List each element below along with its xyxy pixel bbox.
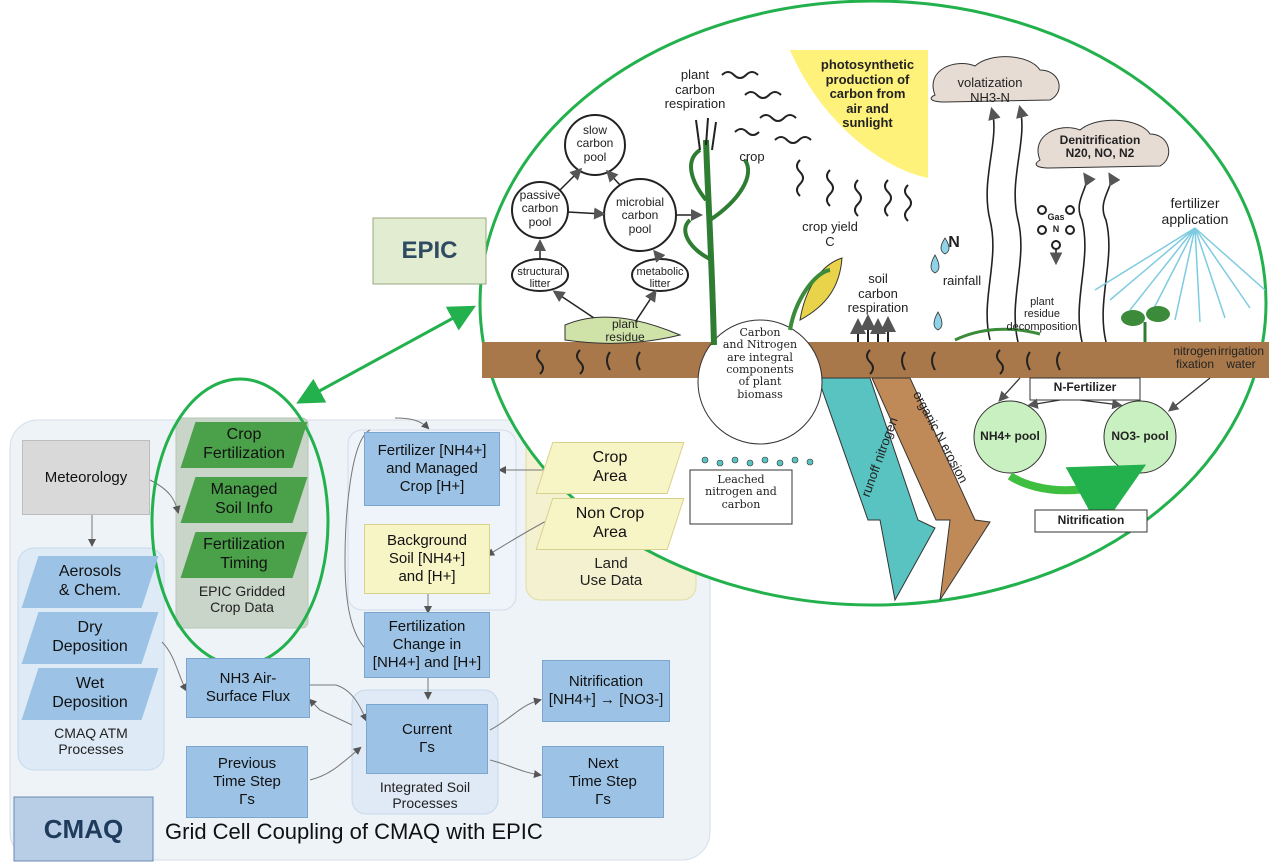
slow-pool <box>564 114 626 176</box>
fertilizer-managed-box: Fertilizer [NH4+] and Managed Crop [H+] <box>364 432 500 506</box>
epic-label-box <box>372 217 487 285</box>
aerosols-box: Aerosols & Chem. <box>21 556 159 608</box>
non-crop-area-box: Non Crop Area <box>535 498 685 550</box>
cmaq-atm-label: CMAQ ATM Processes <box>54 725 128 757</box>
plant-carbon-respiration-label: plant carbon respiration <box>664 67 726 112</box>
coupling-arrow <box>296 305 476 404</box>
gas-label: Gas <box>1047 212 1065 222</box>
managed-soil-info-box: Managed Soil Info <box>180 477 308 523</box>
gas-n-label: N <box>1052 224 1060 234</box>
epic-gridded-label: EPIC Gridded Crop Data <box>198 583 286 615</box>
nh3-flux-box: NH3 Air- Surface Flux <box>186 658 310 718</box>
volatization-label: volatization NH3-N <box>957 75 1023 105</box>
background-soil-box: Background Soil [NH4+] and [H+] <box>364 524 490 594</box>
denitrification-label: Denitrification N20, NO, N2 <box>1059 133 1141 161</box>
crop-stalk <box>703 139 717 346</box>
metabolic-litter-label: metabolic litter <box>636 266 684 291</box>
cmaq-label: CMAQ <box>43 814 124 844</box>
next-step-box: Next Time Step Γs <box>542 746 664 818</box>
integrated-soil-label: Integrated Soil Processes <box>379 779 471 811</box>
crop-yield-label: crop yield C <box>802 219 858 249</box>
slow-pool-label: slow carbon pool <box>576 123 614 164</box>
corn-ear <box>799 257 843 321</box>
land-use-label: Land Use Data <box>579 555 643 589</box>
nitrification-box <box>1034 509 1148 533</box>
soil-band <box>482 342 1269 378</box>
fertilization-timing-box: Fertilization Timing <box>180 532 308 578</box>
previous-step-box: Previous Time Step Γs <box>186 746 308 818</box>
epic-label: EPIC <box>401 237 458 264</box>
structural-litter <box>511 258 569 292</box>
figure-caption: Grid Cell Coupling of CMAQ with EPIC <box>165 819 543 844</box>
photosynthesis-label: photosynthetic production of carbon from… <box>820 57 915 131</box>
passive-pool <box>511 181 569 239</box>
wet-deposition-box: Wet Deposition <box>21 668 159 720</box>
epic-illustration <box>482 50 1269 602</box>
no3-pool-label: NO3- pool <box>1111 429 1169 443</box>
nh4-pool-circle <box>973 400 1047 474</box>
nitrification-process-box: Nitrification [NH4+] → [NO3-] <box>542 660 670 722</box>
leached-label: Leached nitrogen and carbon <box>705 473 777 511</box>
sun-shape <box>790 50 928 178</box>
nitrification-arrow <box>1007 464 1147 531</box>
rain-n-label: N <box>948 234 960 251</box>
biomass-label: Carbon and Nitrogen are integral compone… <box>722 326 798 401</box>
runoff-stream <box>817 377 936 602</box>
nitrogen-fixation-label: nitrogen fixation <box>1173 344 1217 372</box>
residue-decomposition-label: plant residue decomposition <box>1006 296 1078 333</box>
passive-pool-label: passive carbon pool <box>519 188 561 229</box>
leached-box <box>689 469 793 525</box>
n-fertilizer-label: N-Fertilizer <box>1053 380 1117 394</box>
crop-label: crop <box>739 149 765 164</box>
erosion-stream <box>871 377 991 601</box>
rainfall-label: rainfall <box>942 273 982 288</box>
fertilizer-application-label: fertilizer application <box>1161 195 1229 227</box>
nh4-pool-label: NH4+ pool <box>980 429 1040 443</box>
cmaq-label-box <box>13 796 154 862</box>
irrigation-water-label: irrigation water <box>1217 344 1265 372</box>
nitrification-label: Nitrification <box>1057 513 1125 527</box>
crop-fertilization-box: Crop Fertilization <box>180 422 308 468</box>
biomass-circle <box>697 319 823 445</box>
dry-deposition-box: Dry Deposition <box>21 612 159 664</box>
meteorology-box: Meteorology <box>22 440 150 515</box>
microbial-pool-label: microbial carbon pool <box>615 195 664 236</box>
structural-litter-label: structural litter <box>517 266 563 291</box>
plant-residue <box>564 316 682 344</box>
current-gamma-box: Current Γs <box>366 704 488 774</box>
soil-carbon-respiration-label: soil carbon respiration <box>847 271 909 316</box>
volatization-cloud <box>930 56 1060 103</box>
fertilization-change-box: Fertilization Change in [NH4+] and [H+] <box>364 612 490 678</box>
crop-area-box: Crop Area <box>535 442 685 494</box>
plant-residue-label: plant residue <box>605 317 645 345</box>
denitrification-cloud <box>1035 119 1170 169</box>
